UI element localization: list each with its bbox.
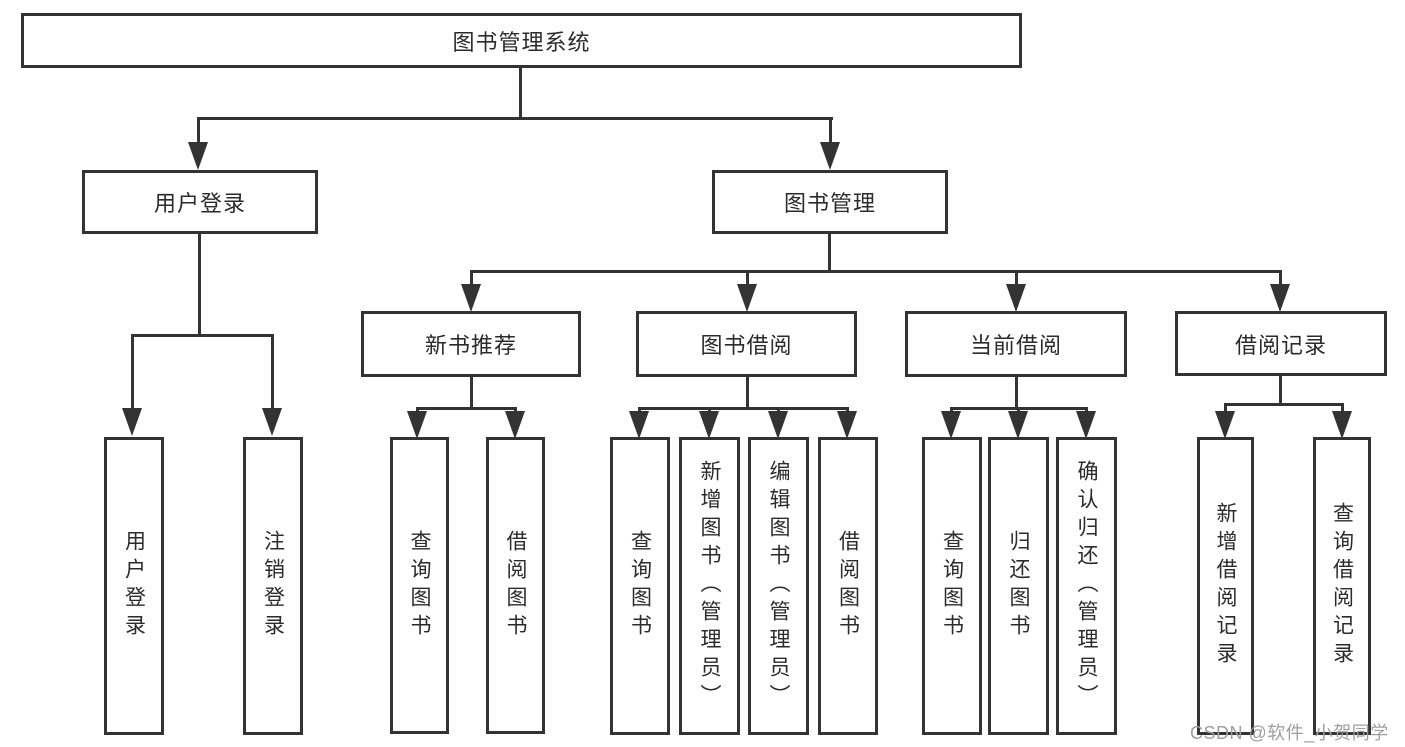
node-root-label: 图书管理系统	[452, 29, 591, 55]
leaf-logout-label: 注销登录	[261, 530, 285, 642]
connector-line	[746, 270, 749, 286]
leaf-edit-book-admin-label: 编辑图书（管理员）	[767, 460, 790, 712]
connector-line	[746, 376, 749, 409]
connector-line	[271, 334, 274, 410]
leaf-user-login: 用户登录	[104, 437, 164, 735]
arrowhead-down-icon	[1008, 411, 1028, 439]
node-book-borrow-label: 图书借阅	[700, 333, 793, 358]
arrowhead-down-icon	[941, 411, 961, 439]
connector-line	[416, 407, 517, 410]
connector-line	[1341, 403, 1344, 414]
leaf-edit-book-admin: 编辑图书（管理员）	[748, 437, 809, 735]
node-current-borrow: 当前借阅	[905, 311, 1127, 377]
connector-line	[470, 270, 473, 286]
leaf-query-book-2: 查询图书	[610, 437, 670, 735]
leaf-logout: 注销登录	[243, 437, 303, 735]
connector-line	[1085, 407, 1088, 414]
arrowhead-down-icon	[1076, 411, 1096, 439]
connector-line	[1015, 270, 1018, 286]
leaf-add-borrow-record: 新增借阅记录	[1197, 437, 1254, 735]
leaf-query-book-1: 查询图书	[390, 437, 449, 734]
leaf-borrow-book-2: 借阅图书	[818, 437, 878, 735]
leaf-return-book: 归还图书	[988, 437, 1049, 735]
connector-line	[638, 407, 641, 414]
connector-line	[519, 66, 522, 120]
leaf-borrow-book-1-label: 借阅图书	[504, 529, 527, 642]
arrowhead-down-icon	[122, 408, 142, 436]
leaf-query-book-2-label: 查询图书	[628, 530, 652, 642]
leaf-add-book-admin: 新增图书（管理员）	[679, 437, 740, 735]
connector-line	[1224, 403, 1344, 406]
leaf-user-login-label: 用户登录	[122, 530, 146, 642]
arrowhead-down-icon	[1332, 411, 1352, 439]
node-book-mgmt-label: 图书管理	[783, 191, 876, 216]
leaf-borrow-book-1: 借阅图书	[486, 437, 545, 734]
connector-line	[846, 407, 849, 414]
connector-line	[950, 407, 953, 414]
connector-line	[828, 232, 831, 272]
connector-line	[708, 407, 711, 414]
connector-line	[197, 117, 833, 120]
watermark: CSDN @软件_小贺同学	[1190, 723, 1389, 743]
arrowhead-down-icon	[1006, 284, 1026, 312]
leaf-query-book-1-label: 查询图书	[408, 529, 431, 642]
arrowhead-down-icon	[407, 411, 427, 439]
connector-line	[131, 334, 274, 337]
connector-line	[470, 270, 1282, 273]
connector-line	[1224, 403, 1227, 414]
leaf-borrow-book-2-label: 借阅图书	[836, 530, 860, 642]
node-borrow-record-label: 借阅记录	[1234, 332, 1327, 358]
leaf-query-borrow-record-label: 查询借阅记录	[1330, 502, 1354, 670]
leaf-query-book-3-label: 查询图书	[940, 530, 964, 642]
connector-line	[470, 376, 473, 409]
node-root: 图书管理系统	[21, 13, 1022, 68]
arrowhead-down-icon	[188, 142, 208, 170]
connector-line	[514, 407, 517, 414]
connector-line	[1279, 374, 1282, 406]
leaf-return-book-label: 归还图书	[1007, 530, 1030, 642]
arrowhead-down-icon	[505, 411, 525, 439]
connector-line	[829, 117, 832, 144]
leaf-add-book-admin-label: 新增图书（管理员）	[698, 460, 721, 712]
node-book-borrow: 图书借阅	[636, 311, 857, 377]
node-borrow-record: 借阅记录	[1175, 311, 1387, 376]
arrowhead-down-icon	[461, 284, 481, 312]
leaf-query-book-3: 查询图书	[922, 437, 982, 735]
arrowhead-down-icon	[837, 411, 857, 439]
connector-line	[1015, 376, 1018, 409]
node-book-mgmt: 图书管理	[712, 170, 948, 234]
connector-line	[1279, 270, 1282, 286]
arrowhead-down-icon	[262, 408, 282, 436]
node-user-login-label: 用户登录	[153, 191, 246, 216]
arrowhead-down-icon	[820, 142, 840, 170]
connector-line	[197, 117, 200, 144]
arrowhead-down-icon	[1270, 284, 1290, 312]
node-new-book-rec: 新书推荐	[361, 311, 581, 377]
connector-line	[638, 407, 849, 410]
connector-line	[131, 334, 134, 410]
arrowhead-down-icon	[768, 411, 788, 439]
connector-line	[416, 407, 419, 414]
node-current-borrow-label: 当前借阅	[969, 333, 1062, 358]
arrowhead-down-icon	[699, 411, 719, 439]
leaf-confirm-return-admin-label: 确认归还（管理员）	[1075, 460, 1098, 712]
node-new-book-rec-label: 新书推荐	[424, 333, 517, 358]
arrowhead-down-icon	[1215, 411, 1235, 439]
arrowhead-down-icon	[629, 411, 649, 439]
leaf-confirm-return-admin: 确认归还（管理员）	[1056, 437, 1117, 735]
connector-line	[777, 407, 780, 414]
connector-line	[1017, 407, 1020, 414]
leaf-query-borrow-record: 查询借阅记录	[1313, 437, 1371, 735]
leaf-add-borrow-record-label: 新增借阅记录	[1214, 502, 1237, 670]
node-user-login: 用户登录	[82, 170, 318, 234]
connector-line	[198, 232, 201, 336]
arrowhead-down-icon	[737, 284, 757, 312]
